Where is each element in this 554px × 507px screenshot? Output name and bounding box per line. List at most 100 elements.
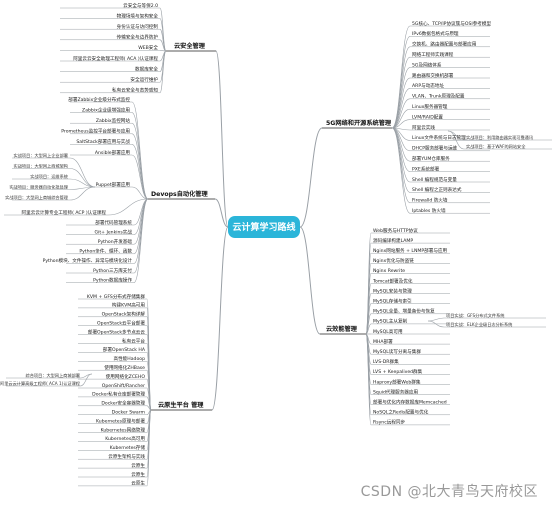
leaf-node[interactable]: 云原生 bbox=[131, 471, 145, 478]
leaf-node[interactable]: 私有云安全与态势感知 bbox=[112, 87, 158, 94]
leaf-node[interactable]: Linux服务器管理 bbox=[412, 103, 448, 110]
leaf-node[interactable]: 综合项目：大型网上商城部署 bbox=[26, 372, 80, 379]
leaf-node[interactable]: 安全运行维护 bbox=[130, 76, 158, 83]
leaf-node[interactable]: 物理场境与架构安全 bbox=[117, 12, 159, 19]
leaf-node[interactable]: 传输安全与边界防护 bbox=[117, 34, 159, 41]
leaf-node[interactable]: WEB安全 bbox=[138, 44, 158, 51]
leaf-node[interactable]: Nginx网站服务 + LNMP部署与应用 bbox=[373, 247, 448, 254]
leaf-node[interactable]: MySQL全量、增量备份与恢复 bbox=[373, 308, 435, 315]
leaf-node[interactable]: Git+ Jenkins实战 bbox=[95, 228, 133, 235]
leaf-node[interactable]: 阿里云云计算高级工程师( ACA 1)认证课程 bbox=[0, 380, 81, 387]
leaf-node[interactable]: Web服务与HTTP协议 bbox=[373, 227, 418, 234]
leaf-node[interactable]: MySQL读写分离与集群 bbox=[373, 348, 421, 355]
leaf-node[interactable]: LVS-DR群集 bbox=[373, 358, 399, 365]
leaf-node[interactable]: 阿里云实践 bbox=[412, 124, 435, 131]
leaf-node[interactable]: 云原生 bbox=[131, 462, 145, 469]
leaf-node[interactable]: MHA部署 bbox=[373, 338, 393, 345]
leaf-node[interactable]: 云安全与等保2.0 bbox=[123, 2, 158, 9]
leaf-node[interactable]: OpenStack云平台部署 bbox=[97, 320, 145, 327]
leaf-node[interactable]: 路由器和交换机部署 bbox=[412, 72, 454, 79]
leaf-node[interactable]: 部署Zabbix企业级分布式监控 bbox=[68, 96, 130, 103]
leaf-node[interactable]: 云原生架构与实践 bbox=[108, 453, 145, 460]
leaf-node[interactable]: Zabbix企业级增强应用 bbox=[82, 106, 130, 113]
leaf-node[interactable]: 实战项目：大型网上企业部署 bbox=[14, 152, 68, 159]
leaf-node[interactable]: 部署代码管理系统 bbox=[95, 219, 132, 226]
leaf-node[interactable]: Squid代理服务器应用 bbox=[373, 388, 418, 395]
leaf-node[interactable]: Nginx Rewrite bbox=[373, 268, 405, 274]
leaf-node[interactable]: MySQL主从复制 bbox=[373, 318, 408, 325]
leaf-node[interactable]: 使用网络化ZCEHO bbox=[106, 373, 146, 380]
leaf-node[interactable]: Nginx优化与防盗链 bbox=[373, 257, 414, 264]
leaf-node[interactable]: MySQL安装与管理 bbox=[373, 287, 412, 294]
branch-linux[interactable]: 5G网络和开源系统管理 bbox=[322, 119, 392, 129]
leaf-node[interactable]: LVS + Keepalived群集 bbox=[373, 368, 423, 375]
leaf-node[interactable]: Kubernetes存储 bbox=[110, 444, 146, 451]
leaf-node[interactable]: 实战项目：大型网上商城架构 bbox=[14, 162, 68, 169]
leaf-node[interactable]: Linux文件系统与日志管理 bbox=[412, 134, 466, 141]
leaf-node[interactable]: OpenStack架构详解 bbox=[102, 311, 146, 318]
leaf-node[interactable]: NoSQL之Redis配置与优化 bbox=[373, 409, 429, 416]
leaf-node[interactable]: 构建KVM高可用 bbox=[112, 302, 145, 309]
leaf-node[interactable]: 实战项目：基于WAF的网站安全 bbox=[466, 143, 526, 150]
leaf-node[interactable]: Ansible部署应用 bbox=[95, 149, 131, 156]
leaf-node[interactable]: 阿里云云计算专业工程师( ACP )认证课程 bbox=[22, 209, 107, 216]
leaf-node[interactable]: SaltStack部署应用与实战 bbox=[76, 138, 130, 145]
leaf-node[interactable]: 部署与优化内存数据库Memcached bbox=[373, 399, 447, 406]
leaf-node[interactable]: 部署YUM仓库服务 bbox=[412, 155, 450, 162]
leaf-node[interactable]: 高性能Hadoop bbox=[113, 355, 145, 362]
leaf-node[interactable]: LVM/RAID配置 bbox=[412, 114, 443, 120]
leaf-node[interactable]: Docker Swarm bbox=[112, 410, 146, 416]
leaf-node[interactable]: Rsync远程同步 bbox=[373, 419, 406, 426]
leaf-node[interactable]: Python开发基础 bbox=[98, 238, 133, 245]
leaf-node[interactable]: Tomcat部署及优化 bbox=[372, 277, 413, 284]
leaf-node[interactable]: 实战项目：服务器自动化批处理 bbox=[9, 183, 68, 190]
center-node-box[interactable] bbox=[228, 216, 300, 238]
leaf-node[interactable]: Python模块、文件操作、异常与模块化设计 bbox=[43, 257, 133, 264]
leaf-node[interactable]: Python数据库操作 bbox=[93, 276, 132, 283]
leaf-node[interactable]: ARP与动态地址 bbox=[412, 82, 444, 89]
leaf-node[interactable]: 实战项目：大型网上商城综合管理 bbox=[5, 194, 69, 201]
leaf-node[interactable]: 实战项目：运维系统 bbox=[30, 173, 68, 180]
leaf-node[interactable]: 交换机、路由器配置与部署应用 bbox=[412, 41, 477, 48]
leaf-node[interactable]: Haproxy部署Web群集 bbox=[373, 378, 421, 385]
leaf-node[interactable]: Kubernetes高可用 bbox=[105, 435, 145, 442]
branch-perf[interactable]: 云效能管理 bbox=[320, 325, 366, 335]
leaf-node[interactable]: DHCP服务部署与运维 bbox=[412, 145, 458, 152]
leaf-node[interactable]: VLAN、Trunk原理及配置 bbox=[412, 94, 465, 100]
branch-devops[interactable]: Devops自动化管理 bbox=[148, 190, 215, 200]
leaf-node[interactable]: Puppet部署应用 bbox=[96, 181, 131, 188]
leaf-node[interactable]: Kubernetes原理与部署 bbox=[96, 417, 145, 424]
leaf-node[interactable]: 云原生 bbox=[131, 480, 145, 487]
leaf-node[interactable]: Shell 编程规范与变量 bbox=[412, 176, 457, 183]
leaf-node[interactable]: OpenShift/Rancher bbox=[102, 383, 145, 389]
leaf-node[interactable]: IPv6数据包格式与原理 bbox=[412, 30, 459, 37]
leaf-node[interactable]: Iptables 防火墙 bbox=[412, 207, 446, 214]
leaf-node[interactable]: 实战项目：利用路由器实现可靠通讯 bbox=[466, 134, 534, 141]
leaf-node[interactable]: 私有云平台 bbox=[122, 337, 145, 344]
leaf-node[interactable]: 项目实战：GFS分布式文件系统 bbox=[446, 312, 505, 319]
leaf-node[interactable]: Docker安全容器管理 bbox=[101, 400, 145, 407]
leaf-node[interactable]: Docker私有仓库部署管理 bbox=[92, 391, 145, 398]
leaf-node[interactable]: Firewalld 防火墙 bbox=[412, 197, 448, 204]
leaf-node[interactable]: 源码编译构建LAMP bbox=[373, 237, 413, 244]
leaf-node[interactable]: KVM + GFS分布式存储集群 bbox=[87, 293, 145, 300]
leaf-node[interactable]: 数据库安全 bbox=[135, 65, 158, 72]
leaf-node[interactable]: 5G核心、TCP/IP协议簇与OSI参考模型 bbox=[412, 20, 491, 27]
leaf-node[interactable]: 使用网络化ZHBase bbox=[104, 364, 145, 371]
branch-cloud[interactable]: 云原生平台 管理 bbox=[151, 401, 212, 411]
branch-security[interactable]: 云安全管理 bbox=[166, 42, 216, 52]
leaf-node[interactable]: 部署OpenStack多节点云云 bbox=[88, 328, 146, 335]
center-node[interactable]: 云计算学习路线 bbox=[232, 221, 295, 233]
leaf-node[interactable]: MySQL高可用 bbox=[373, 328, 403, 335]
leaf-node[interactable]: 阿里云云安全助理工程师( ACA )认证课程 bbox=[73, 55, 158, 62]
leaf-node[interactable]: 部署OpenStack HA bbox=[103, 346, 146, 353]
leaf-node[interactable]: Shell 编程之正则表达式 bbox=[412, 186, 462, 193]
leaf-node[interactable]: Kubernetes网络管理 bbox=[101, 426, 146, 433]
leaf-node[interactable]: 身份认证与访问控制 bbox=[117, 23, 159, 30]
leaf-node[interactable]: 项目实战：ELK企业级日志分析系统 bbox=[446, 321, 512, 328]
leaf-node[interactable]: 网络工程师实践课程 bbox=[412, 51, 454, 58]
leaf-node[interactable]: Prometheus监控平台部署与应用 bbox=[61, 128, 130, 135]
leaf-node[interactable]: 5G及网络体系 bbox=[412, 61, 442, 68]
leaf-node[interactable]: Python三方库支付 bbox=[93, 267, 132, 274]
leaf-node[interactable]: Zabbix监控网站 bbox=[96, 117, 131, 124]
